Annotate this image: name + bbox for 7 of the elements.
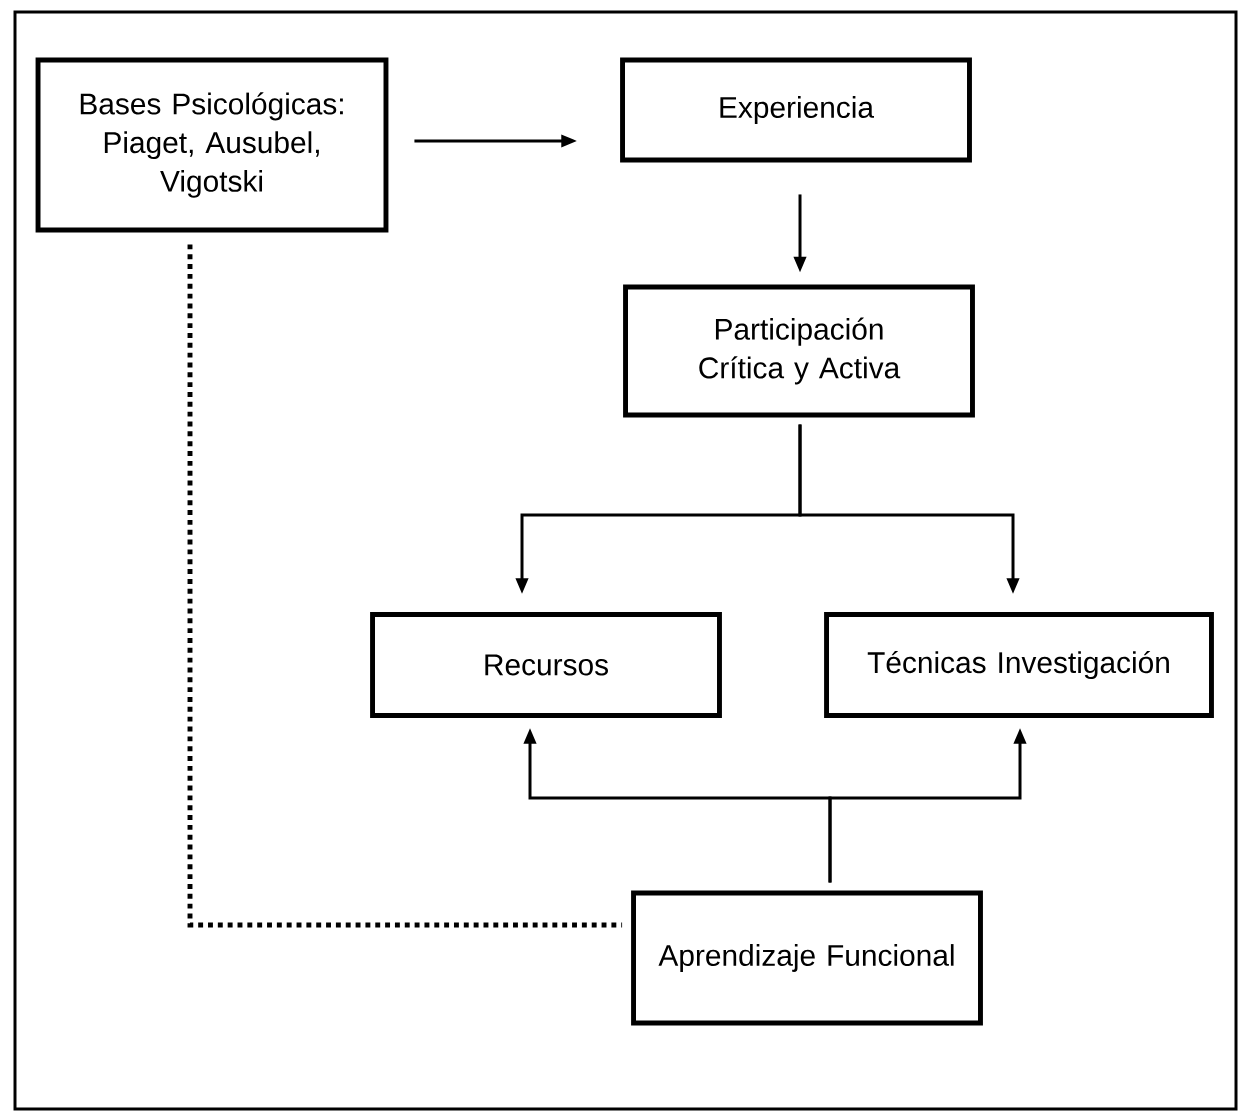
process-box: Recursos [370, 612, 722, 718]
connector-line [187, 244, 623, 928]
process-box: Técnicas Investigación [824, 612, 1214, 718]
process-box: Aprendizaje Funcional [631, 890, 983, 1026]
process-box: Bases Psicológicas: Piaget, Ausubel, Vigotski [35, 57, 389, 233]
process-box: Participación Crítica y Activa [623, 284, 975, 418]
process-box: Experiencia [620, 57, 972, 163]
